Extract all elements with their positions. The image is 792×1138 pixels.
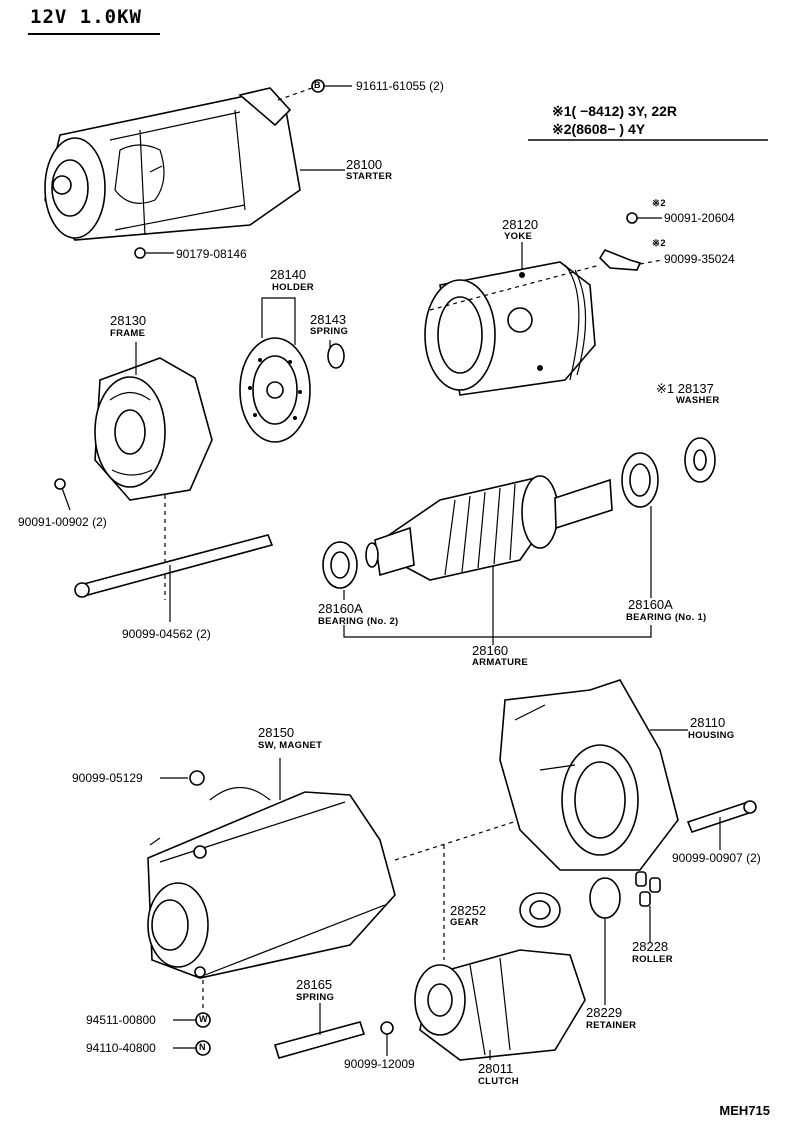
bearing-no2-num: 28160A <box>318 601 363 616</box>
starter-illustration <box>44 87 301 259</box>
bearing-no1-name: BEARING (No. 1) <box>626 612 707 623</box>
armature-name: ARMATURE <box>472 657 529 668</box>
yoke-illustration <box>424 261 601 396</box>
sw-magnet-num: 28150 <box>258 725 295 740</box>
holder-name: HOLDER <box>272 282 314 293</box>
sw-magnet-illustration <box>147 787 396 979</box>
frame-name: FRAME <box>110 328 146 339</box>
pn-90179: 90179-08146 <box>176 247 247 261</box>
retainer-illustration <box>589 877 621 919</box>
washer-name: WASHER <box>676 395 720 406</box>
pn-90091-00902: 90091-00902 (2) <box>18 515 107 529</box>
roller-name: ROLLER <box>632 954 673 965</box>
frame-num: 28130 <box>110 313 147 328</box>
title-underline <box>28 33 160 35</box>
callout-b: B <box>314 80 321 90</box>
diagram-code: MEH715 <box>719 1103 770 1118</box>
pn-91611: 91611-61055 (2) <box>356 79 444 93</box>
diagram-title: 12V 1.0KW <box>30 6 142 28</box>
roller-illustration <box>635 871 661 907</box>
clutch-name: CLUTCH <box>478 1076 519 1087</box>
retainer-num: 28229 <box>586 1005 623 1020</box>
armature-num: 28160 <box>472 643 509 658</box>
yoke-num: 28120 <box>502 217 539 232</box>
starter-num: 28100 <box>346 157 383 172</box>
bearing-no1-num: 28160A <box>628 597 673 612</box>
pn-90091-20604-mark: ※2 <box>652 198 666 209</box>
spring-28165-illustration <box>273 1021 366 1059</box>
yoke-name: YOKE <box>504 231 533 242</box>
pn-94511: 94511-00800 <box>86 1013 156 1027</box>
pn-94110: 94110-40800 <box>86 1041 156 1055</box>
housing-num: 28110 <box>690 715 726 730</box>
roller-num: 28228 <box>632 939 669 954</box>
callout-n: N <box>199 1042 206 1052</box>
spring-28143-name: SPRING <box>310 326 349 337</box>
pn-90091-20604: 90091-20604 <box>664 211 735 225</box>
starter-name: STARTER <box>346 171 393 182</box>
pn-90099-05129: 90099-05129 <box>72 771 143 785</box>
clutch-num: 28011 <box>478 1061 514 1076</box>
note-2: ※2(8608− ) 4Y <box>552 121 646 137</box>
washer-num: ※1 28137 <box>656 381 714 396</box>
retainer-name: RETAINER <box>586 1020 637 1031</box>
spring-28165-name: SPRING <box>296 992 335 1003</box>
gear-name: GEAR <box>450 917 479 928</box>
bearing-no2-name: BEARING (No. 2) <box>318 616 399 627</box>
pn-90099-04562: 90099-04562 (2) <box>122 627 211 641</box>
spring-28143-num: 28143 <box>310 312 347 327</box>
armature-illustration <box>365 475 613 581</box>
gear-num: 28252 <box>450 903 487 918</box>
pn-90099-35024: 90099-35024 <box>664 252 735 266</box>
frame-illustration <box>94 357 213 501</box>
pn-90099-00907: 90099-00907 (2) <box>672 851 761 865</box>
holder-num: 28140 <box>270 267 307 282</box>
spring-28165-num: 28165 <box>296 977 333 992</box>
housing-name: HOUSING <box>688 730 735 741</box>
housing-illustration <box>499 679 679 871</box>
pn-90099-12009: 90099-12009 <box>344 1057 415 1071</box>
sw-magnet-name: SW, MAGNET <box>258 740 323 751</box>
note-1: ※1( −8412) 3Y, 22R <box>552 103 678 119</box>
pn-90099-35024-mark: ※2 <box>652 238 666 249</box>
callout-w: W <box>199 1014 208 1024</box>
holder-illustration <box>239 337 311 443</box>
clutch-illustration <box>414 949 586 1061</box>
